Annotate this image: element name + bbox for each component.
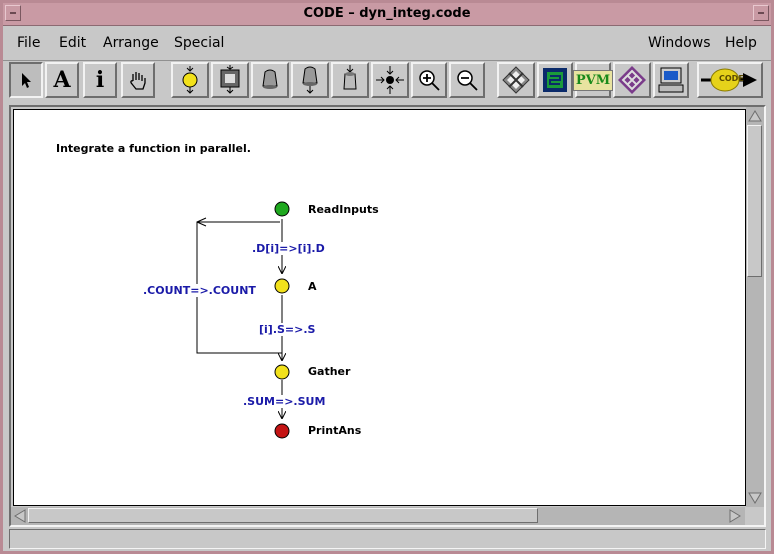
arc-label-gather-to-printans: .SUM=>.SUM — [242, 395, 327, 408]
chip-icon — [543, 68, 567, 92]
pointer-arrow-icon — [22, 73, 31, 88]
output-interface-icon — [343, 65, 357, 90]
node-label-readinputs: ReadInputs — [308, 203, 379, 216]
info-tool-label: i — [95, 67, 105, 93]
call-node-icon — [220, 65, 240, 94]
merge-arrows-icon — [376, 66, 404, 94]
canvas-frame: Integrate a function in parallel. ReadIn… — [9, 105, 766, 527]
sun-logo-icon — [618, 66, 646, 94]
title-bar[interactable]: CODE – dyn_integ.code — [3, 3, 771, 26]
input-interface-icon — [302, 66, 318, 94]
window-menu-icon — [10, 12, 16, 14]
zoom-in-icon — [419, 70, 440, 91]
code-arrow-icon — [701, 68, 757, 92]
info-tool-button[interactable]: i — [83, 62, 117, 98]
window-menu-button[interactable] — [5, 5, 21, 21]
output-interface-tool-button[interactable] — [331, 62, 369, 98]
yellow-node-icon — [182, 66, 198, 94]
sequent-target-button[interactable] — [537, 62, 573, 98]
sun-target-button[interactable] — [613, 62, 651, 98]
pvm-target-button[interactable]: PVM — [572, 62, 614, 98]
toolbar: A i — [7, 62, 767, 102]
scroll-up-icon[interactable] — [747, 108, 763, 124]
scroll-down-icon[interactable] — [747, 490, 763, 506]
node-label-gather: Gather — [308, 365, 351, 378]
text-tool-button[interactable]: A — [45, 62, 79, 98]
node-label-printans: PrintAns — [308, 424, 362, 437]
graph-description: Integrate a function in parallel. — [56, 142, 251, 155]
compute-node-tool-button[interactable] — [171, 62, 209, 98]
vertical-scroll-thumb[interactable] — [747, 125, 762, 277]
graph-canvas[interactable]: Integrate a function in parallel. ReadIn… — [13, 109, 746, 506]
minimize-button[interactable] — [753, 5, 769, 21]
node-printans[interactable] — [274, 423, 290, 439]
scroll-right-icon[interactable] — [727, 508, 743, 524]
menu-edit[interactable]: Edit — [59, 35, 87, 51]
text-tool-label: A — [53, 67, 71, 93]
node-readinputs[interactable] — [274, 201, 290, 217]
horizontal-scrollbar[interactable] — [11, 507, 745, 525]
node-a[interactable] — [274, 278, 290, 294]
menu-special[interactable]: Special — [174, 35, 225, 51]
menu-file[interactable]: File — [17, 35, 41, 51]
name-sharing-node-tool-button[interactable] — [251, 62, 289, 98]
menu-arrange[interactable]: Arrange — [103, 35, 159, 51]
node-label-a: A — [308, 280, 317, 293]
storage-icon — [262, 69, 278, 89]
run-code-button[interactable]: CODE — [697, 62, 763, 98]
scroll-left-icon[interactable] — [12, 508, 28, 524]
zoom-out-icon — [457, 70, 478, 91]
zoom-out-button[interactable] — [449, 62, 485, 98]
vertical-scrollbar[interactable] — [746, 107, 764, 507]
call-node-tool-button[interactable] — [211, 62, 249, 98]
status-bar — [9, 529, 766, 549]
minimize-icon — [758, 12, 764, 14]
zoom-in-button[interactable] — [411, 62, 447, 98]
node-gather[interactable] — [274, 364, 290, 380]
input-interface-tool-button[interactable] — [291, 62, 329, 98]
code-badge-label: CODE — [719, 74, 744, 83]
arc-label-a-to-gather: [i].S=>.S — [258, 323, 317, 336]
translate-button[interactable] — [497, 62, 535, 98]
menu-bar: File Edit Arrange Special Windows Help — [3, 26, 771, 61]
workstation-target-button[interactable] — [653, 62, 689, 98]
arc-label-readinputs-to-a: .D[i]=>[i].D — [251, 242, 326, 255]
computer-icon — [658, 67, 684, 93]
pvm-label: PVM — [572, 69, 614, 91]
window-title: CODE – dyn_integ.code — [303, 6, 471, 21]
hand-tool-button[interactable] — [121, 62, 155, 98]
menu-windows[interactable]: Windows — [648, 35, 711, 51]
graph-arcs — [196, 201, 290, 439]
menu-help[interactable]: Help — [725, 35, 757, 51]
arc-label-loop: .COUNT=>.COUNT — [142, 284, 257, 297]
merge-node-tool-button[interactable] — [371, 62, 409, 98]
horizontal-scroll-thumb[interactable] — [28, 508, 538, 523]
gears-icon — [502, 66, 530, 94]
hand-icon — [130, 72, 146, 90]
pointer-tool-button[interactable] — [9, 62, 43, 98]
